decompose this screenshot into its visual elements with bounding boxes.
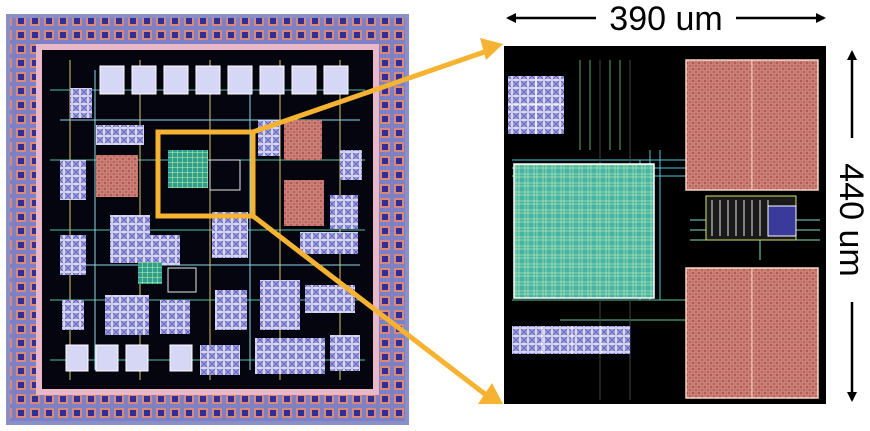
width-dimension: 390 um xyxy=(506,0,826,38)
width-label: 390 um xyxy=(609,0,722,38)
secondary-digital-block xyxy=(138,262,162,284)
capacitor-arrays xyxy=(60,88,362,375)
zoom-cap-array-bottom xyxy=(512,326,630,354)
zoomed-layout xyxy=(504,46,826,404)
zoom-connector-arrows xyxy=(251,38,503,404)
standard-cells-bottom xyxy=(65,344,193,372)
height-dimension: 440 um xyxy=(832,50,870,402)
standard-cells-top xyxy=(99,65,349,95)
height-label: 440 um xyxy=(832,163,870,276)
full-chip-layout xyxy=(6,14,409,425)
zoom-region-box xyxy=(155,129,256,219)
zoom-digital-core xyxy=(513,163,655,299)
highlighted-digital-block xyxy=(168,150,208,188)
